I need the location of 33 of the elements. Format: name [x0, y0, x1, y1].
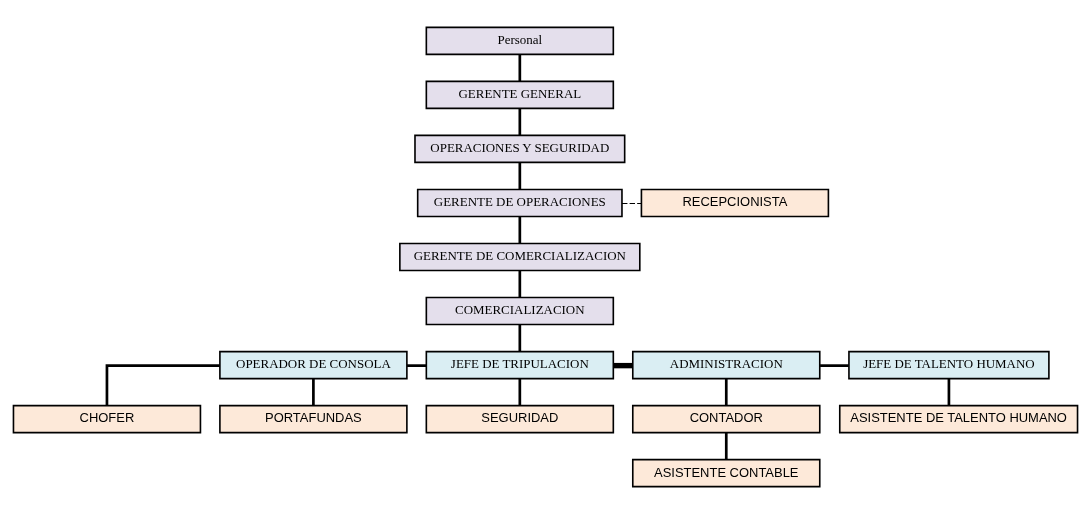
node-box: GERENTE GENERAL	[425, 80, 615, 110]
connector	[947, 378, 951, 406]
connector	[820, 364, 849, 367]
node-box: JEFE DE TALENTO HUMANO	[848, 350, 1050, 380]
node-box: OPERACIONES Y SEGURIDAD	[414, 134, 626, 164]
connector	[518, 324, 522, 352]
connector	[518, 270, 522, 298]
node-box: ADMINISTRACION	[631, 350, 821, 380]
node-box: COMERCIALIZACION	[425, 296, 615, 326]
connector	[724, 378, 728, 406]
node-box: SEGURIDAD	[425, 404, 615, 434]
connector	[406, 364, 427, 367]
connector	[621, 202, 642, 205]
node-box: CONTADOR	[631, 404, 821, 434]
node-box: RECEPCIONISTA	[640, 188, 830, 218]
node-box: GERENTE DE OPERACIONES	[416, 188, 623, 218]
connector	[613, 362, 633, 369]
connector	[518, 108, 522, 136]
connector	[105, 364, 220, 406]
node-box: JEFE DE TRIPULACION	[425, 350, 615, 380]
node-box: ASISTENTE CONTABLE	[631, 458, 821, 488]
node-box: OPERADOR DE CONSOLA	[219, 350, 408, 380]
connector	[518, 216, 522, 244]
connector	[724, 432, 728, 460]
connector	[518, 378, 522, 406]
connector	[518, 54, 522, 82]
connector	[518, 162, 522, 190]
node-box: PORTAFUNDAS	[219, 404, 408, 434]
node-box: ASISTENTE DE TALENTO HUMANO	[838, 404, 1079, 434]
node-box: Personal	[425, 26, 615, 56]
node-box: GERENTE DE COMERCIALIZACION	[399, 242, 641, 272]
connector	[312, 378, 315, 406]
node-box: CHOFER	[12, 404, 202, 434]
